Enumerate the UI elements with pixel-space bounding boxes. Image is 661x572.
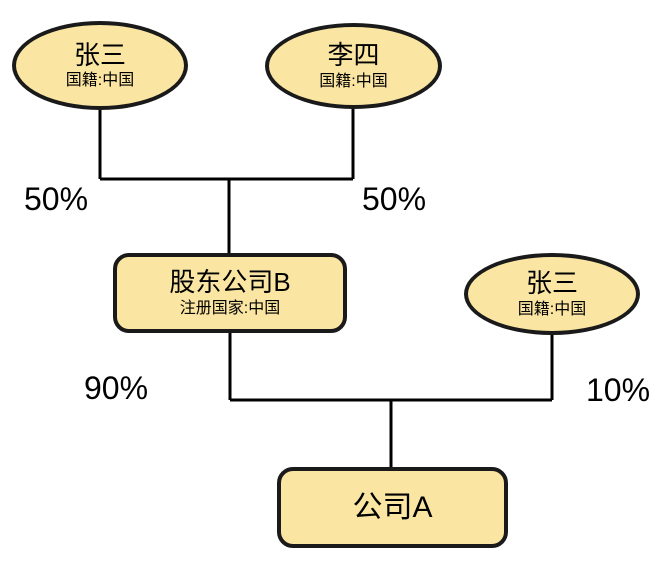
node-subtitle: 国籍:中国 bbox=[65, 72, 135, 90]
connector-top-group bbox=[98, 106, 355, 256]
node-zhangsan-1: 张三 国籍:中国 bbox=[12, 21, 188, 110]
node-zhangsan-2: 张三 国籍:中国 bbox=[464, 253, 640, 335]
edge-label-50-right: 50% bbox=[362, 181, 427, 217]
node-subtitle: 国籍:中国 bbox=[319, 72, 388, 90]
node-title: 李四 bbox=[327, 40, 380, 71]
node-title: 公司A bbox=[352, 490, 433, 524]
node-subtitle: 注册国家:中国 bbox=[179, 299, 281, 317]
connector-bottom-group bbox=[228, 331, 554, 470]
node-title: 股东公司B bbox=[169, 267, 291, 298]
node-title: 张三 bbox=[73, 39, 126, 70]
node-title: 张三 bbox=[525, 268, 578, 299]
edge-label-50-left: 50% bbox=[24, 181, 89, 217]
node-subtitle: 国籍:中国 bbox=[517, 300, 587, 318]
node-shareholder-company-b: 股东公司B 注册国家:中国 bbox=[113, 253, 347, 333]
node-lisi: 李四 国籍:中国 bbox=[265, 23, 442, 109]
edge-label-90: 90% bbox=[84, 370, 149, 406]
edge-label-10: 10% bbox=[586, 372, 651, 408]
node-company-a: 公司A bbox=[277, 467, 508, 548]
